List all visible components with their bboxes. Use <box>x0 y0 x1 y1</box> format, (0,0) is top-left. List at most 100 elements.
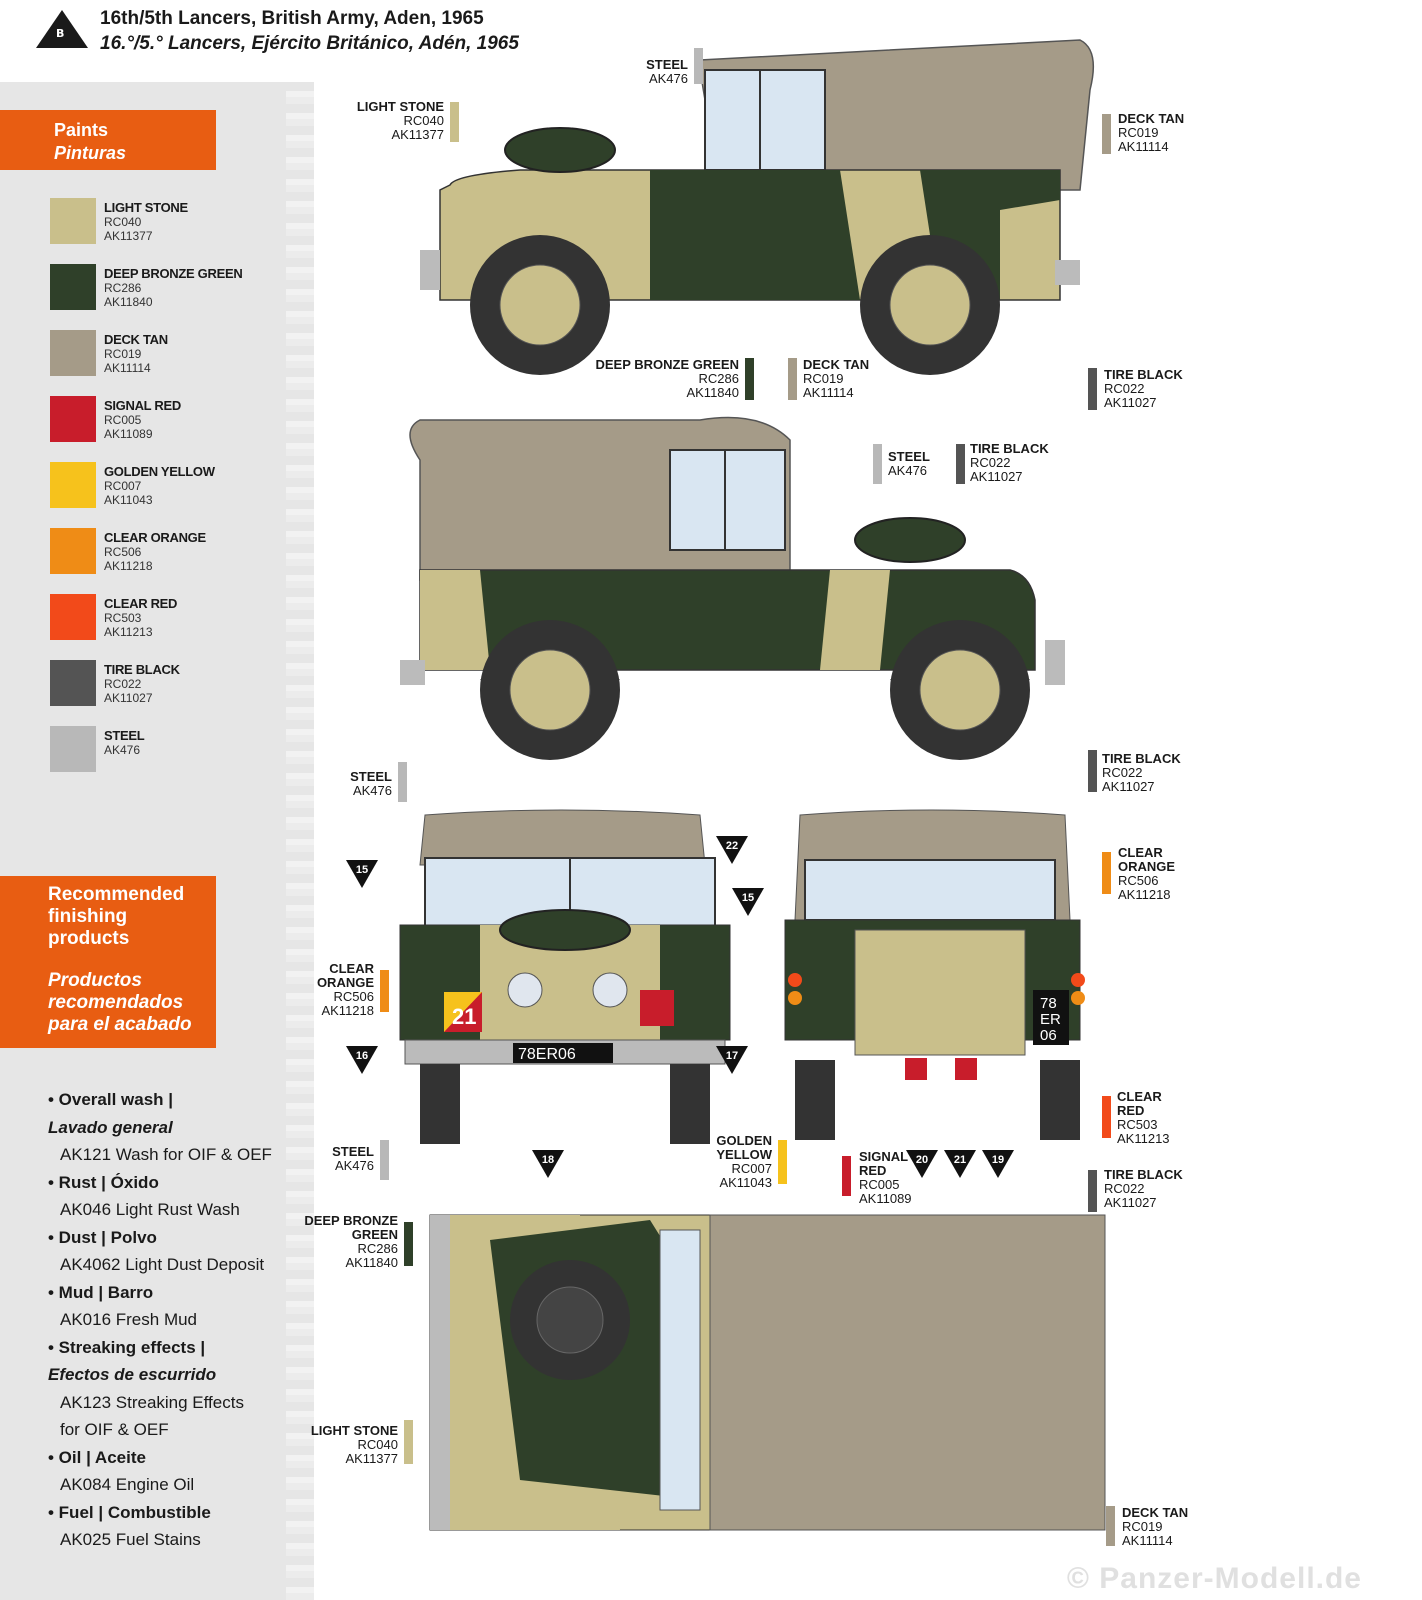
side-view-left <box>420 39 1095 375</box>
callout-name: CLEAR <box>329 961 374 976</box>
callout-color-bar <box>1088 1170 1097 1212</box>
callout-code: AK11027 <box>1104 395 1157 410</box>
rear-plate-line1: 78 <box>1040 995 1057 1012</box>
paint-code-2: AK11089 <box>104 427 153 441</box>
callout-code: AK476 <box>648 71 688 86</box>
finishing-line: AK123 Streaking Effects <box>60 1392 244 1412</box>
callout-code: RC503 <box>1117 1117 1158 1132</box>
callout-color-bar <box>450 102 459 142</box>
decal-marker: 21 <box>944 1150 976 1178</box>
rear-plate-line3: 06 <box>1040 1027 1057 1044</box>
paints-title-es: Pinturas <box>54 143 127 163</box>
paint-code-1: RC506 <box>104 545 142 559</box>
finishing-title-es: Productos recomendados para el acabado <box>48 970 192 1035</box>
paints-title: Paints <box>54 120 109 140</box>
callout-color-bar <box>694 48 703 84</box>
callout-name: DEEP BRONZE GREEN <box>595 357 739 372</box>
finishing-line: AK046 Light Rust Wash <box>60 1200 240 1219</box>
finishing-line: Efectos de escurrido <box>48 1365 217 1384</box>
callout-name: STEEL <box>888 449 930 464</box>
callout-code: RC007 <box>731 1161 772 1176</box>
title-spanish: 16.°/5.° Lancers, Ejército Británico, Ad… <box>100 33 519 54</box>
finishing-line: • Rust | Óxido <box>48 1172 159 1192</box>
callout-color-bar <box>1102 114 1111 154</box>
paint-code-1: RC040 <box>104 215 142 229</box>
paint-code-2: AK11027 <box>104 691 153 705</box>
decal-marker-number: 15 <box>355 864 369 876</box>
callout-code: AK11027 <box>1104 1195 1157 1210</box>
callout-name: ORANGE <box>1118 859 1176 874</box>
callout-name: DECK TAN <box>803 357 870 372</box>
rear-view: 78 ER 06 <box>784 809 1085 1140</box>
finishing-line: • Fuel | Combustible <box>48 1502 211 1522</box>
decal-marker-number: 21 <box>953 1154 967 1166</box>
callout-name: STEEL <box>332 1144 374 1159</box>
callout-code: AK11218 <box>321 1003 374 1018</box>
paint-swatch <box>50 726 96 772</box>
finishing-line: • Overall wash | <box>48 1090 174 1109</box>
callout-name: STEEL <box>646 57 688 72</box>
callout-code: AK476 <box>352 783 392 798</box>
callout-name: DEEP BRONZE <box>304 1213 398 1228</box>
callout-code: AK11840 <box>686 385 739 400</box>
decal-marker-number: 16 <box>355 1050 369 1062</box>
callout-code: AK11027 <box>970 469 1023 484</box>
paint-code-2: AK11114 <box>104 361 151 375</box>
finishing-line: AK121 Wash for OIF & OEF <box>60 1145 272 1164</box>
decal-marker: 17 <box>716 1046 748 1074</box>
paint-name: SIGNAL RED <box>104 398 181 413</box>
callout-code: AK11089 <box>859 1191 912 1206</box>
paint-name: LIGHT STONE <box>104 200 188 215</box>
decal-marker: 19 <box>982 1150 1014 1178</box>
finishing-line: • Oil | Aceite <box>48 1447 146 1467</box>
finishing-line: AK4062 Light Dust Deposit <box>60 1255 265 1274</box>
paint-code-2: AK11213 <box>104 625 153 639</box>
callout-name: RED <box>1117 1103 1145 1118</box>
callout-color-bar <box>1102 1096 1111 1138</box>
decal-marker-number: 18 <box>541 1154 555 1166</box>
decal-marker: 15 <box>346 860 378 888</box>
paint-swatch <box>50 528 96 574</box>
paint-code-1: RC022 <box>104 677 142 691</box>
top-view <box>429 1214 1106 1531</box>
callout-code: AK11114 <box>1122 1533 1173 1548</box>
paint-name: STEEL <box>104 728 145 743</box>
callout-code: RC019 <box>1122 1519 1163 1534</box>
badge-letter: B <box>56 27 65 40</box>
callout-code: RC286 <box>698 371 739 386</box>
finishing-line: for OIF & OEF <box>60 1420 169 1439</box>
callout-color-bar <box>842 1156 851 1196</box>
callout-code: RC022 <box>1104 1181 1145 1196</box>
callout-code: RC005 <box>859 1177 900 1192</box>
callout-code: AK11377 <box>391 127 444 142</box>
callout-code: AK476 <box>888 463 928 478</box>
callout-name: TIRE BLACK <box>970 441 1049 456</box>
finishing-line: AK016 Fresh Mud <box>60 1310 198 1329</box>
decal-marker-number: 19 <box>991 1154 1005 1166</box>
callout-code: RC286 <box>357 1241 398 1256</box>
callout-code: RC022 <box>970 455 1011 470</box>
callout-color-bar <box>380 1140 389 1180</box>
paint-name: GOLDEN YELLOW <box>104 464 215 479</box>
callout-code: AK11218 <box>1118 887 1171 902</box>
paint-code-1: RC005 <box>104 413 142 427</box>
decal-marker: 22 <box>716 836 748 864</box>
callout-name: CLEAR <box>1118 845 1163 860</box>
decal-marker-number: 17 <box>725 1050 739 1062</box>
paints-header: Paints Pinturas <box>0 110 216 170</box>
callout-code: RC040 <box>357 1437 398 1452</box>
callout-color-bar <box>778 1140 787 1184</box>
callout-name: GREEN <box>351 1227 398 1242</box>
